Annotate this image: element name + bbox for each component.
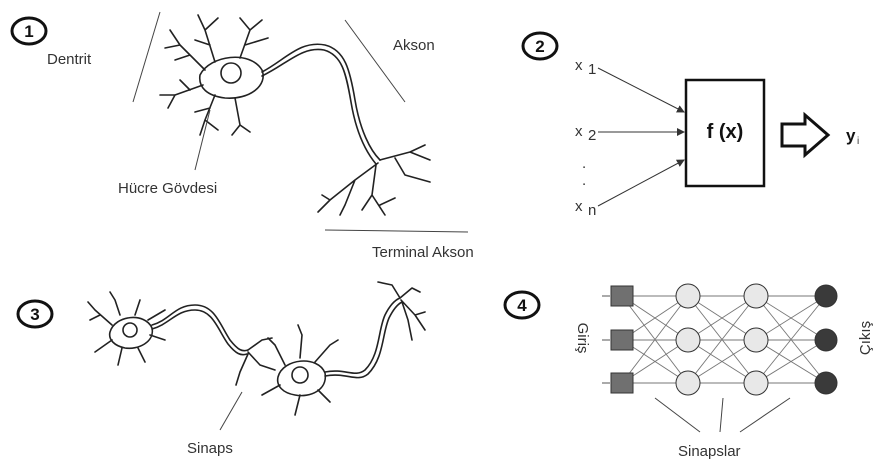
svg-text:x: x [575, 123, 583, 140]
axon-bracket [345, 20, 405, 102]
input-node [611, 330, 633, 350]
panel-2-badge: 2 [523, 33, 557, 59]
svg-text:1: 1 [588, 61, 596, 78]
hidden-node [744, 284, 768, 308]
synapse-pointer [220, 392, 242, 430]
synapse-pointers [655, 398, 790, 432]
dendrite-bracket [133, 12, 160, 102]
panel-3-number: 3 [30, 305, 39, 324]
output-arrow-icon [782, 115, 828, 155]
input-layer-label: Giriş [574, 323, 591, 354]
terminal-axon-label: Terminal Akson [372, 244, 474, 261]
network-connections [622, 296, 826, 383]
panel-1: 1 Dentrit Akson Hücre Gövdes [12, 12, 474, 261]
svg-text:x: x [575, 57, 583, 74]
synapses-label: Sinapslar [678, 443, 741, 460]
svg-text:x: x [575, 198, 583, 215]
neuron-illustration-right [262, 282, 425, 415]
output-y: y i [846, 126, 859, 147]
cell-body-pointer [195, 110, 210, 170]
svg-text:y: y [846, 126, 856, 145]
function-label: f (x) [707, 121, 744, 143]
dendrite-label: Dentrit [47, 51, 92, 68]
panel-2: 2 x 1 x 2 . . x n f (x) y i [523, 33, 859, 219]
output-node [815, 285, 837, 307]
neuron-illustration-left [88, 292, 275, 385]
panel-4-badge: 4 [505, 292, 539, 318]
panel-1-number: 1 [24, 22, 33, 41]
panel-4: 4 Giriş Çıkış Sinapslar [505, 284, 874, 460]
panel-4-number: 4 [517, 296, 527, 315]
hidden-node [744, 328, 768, 352]
input-ellipsis-1: . [582, 155, 586, 172]
input-node [611, 286, 633, 306]
output-layer-label: Çıkış [857, 321, 874, 355]
panel-2-number: 2 [535, 37, 544, 56]
input-node [611, 373, 633, 393]
panel-1-badge: 1 [12, 18, 46, 44]
cell-body-label: Hücre Gövdesi [118, 180, 217, 197]
hidden-node [676, 328, 700, 352]
input-x1: x 1 [575, 57, 596, 78]
panel-3-badge: 3 [18, 301, 52, 327]
svg-text:n: n [588, 202, 596, 219]
svg-text:i: i [857, 136, 859, 147]
hidden-node [676, 371, 700, 395]
terminal-axon-bracket [325, 230, 468, 232]
network-nodes [602, 284, 837, 395]
hidden-node [676, 284, 700, 308]
panel-3: 3 Sinaps [18, 282, 425, 457]
input-x2: x 2 [575, 123, 596, 144]
axon-label: Akson [393, 37, 435, 54]
input-arrow-1 [598, 68, 684, 112]
hidden-node [744, 371, 768, 395]
input-xn: x n [575, 198, 596, 219]
output-node [815, 329, 837, 351]
input-ellipsis-2: . [582, 172, 586, 189]
synapse-label: Sinaps [187, 440, 233, 457]
output-node [815, 372, 837, 394]
svg-text:2: 2 [588, 127, 596, 144]
input-arrow-n [598, 160, 684, 206]
